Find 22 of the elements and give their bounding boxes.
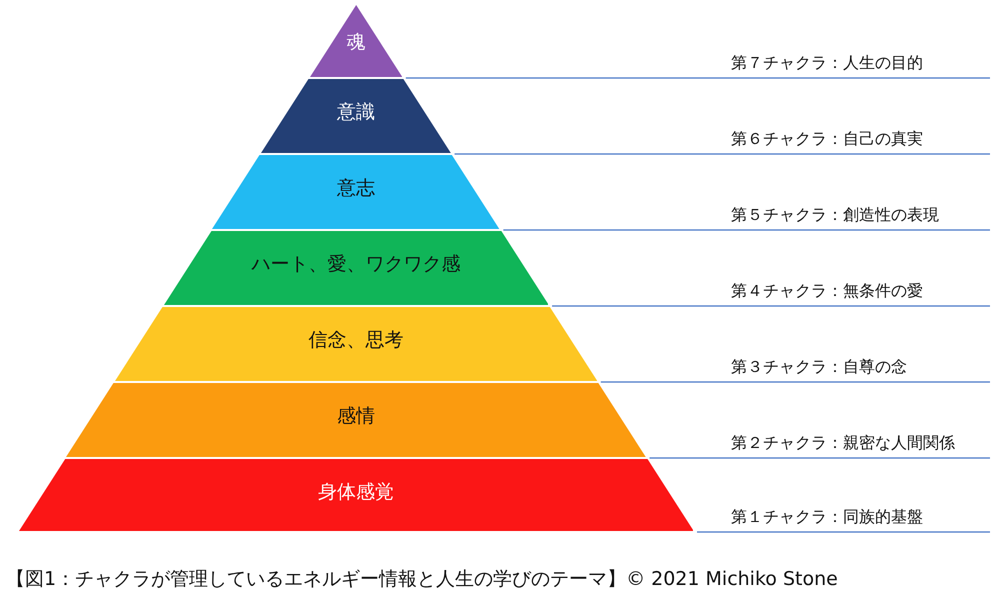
chakra-label: 第６チャクラ：自己の真実 (731, 129, 923, 150)
pyramid-band (261, 79, 451, 153)
pyramid-band (66, 383, 646, 457)
chakra-label: 第１チャクラ：同族的基盤 (731, 507, 923, 528)
chakra-label: 第３チャクラ：自尊の念 (731, 357, 907, 378)
band-label: ハート、愛、ワクワク感 (250, 252, 462, 277)
pyramid-band (114, 307, 598, 381)
band-label: 感情 (336, 404, 376, 429)
band-label: 魂 (345, 30, 366, 55)
pyramid-band (212, 155, 500, 229)
caption: 【図1：チャクラが管理しているエネルギー情報と人生の学びのテーマ】© 2021 Michiko Stone (6, 567, 838, 592)
band-label: 意志 (336, 176, 376, 201)
band-label: 信念、思考 (307, 328, 404, 353)
pyramid-band (18, 459, 694, 531)
chakra-label: 第４チャクラ：無条件の愛 (731, 281, 923, 302)
band-label: 意識 (336, 100, 376, 125)
chakra-label: 第２チャクラ：親密な人間関係 (731, 433, 955, 454)
chakra-label: 第７チャクラ：人生の目的 (731, 53, 923, 74)
pyramid-band (310, 5, 402, 77)
band-label: 身体感覚 (316, 480, 395, 505)
chakra-label: 第５チャクラ：創造性の表現 (731, 205, 939, 226)
pyramid-band (164, 231, 548, 305)
